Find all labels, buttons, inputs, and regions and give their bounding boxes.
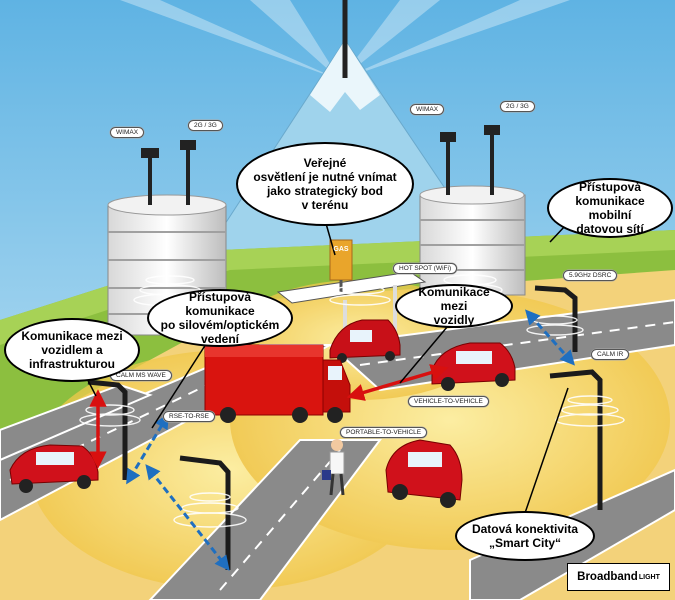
hotspot-tag: HOT SPOT (WiFi) <box>393 263 457 274</box>
bubble-smart-city: Datová konektivita „Smart City“ <box>455 511 595 561</box>
2g3g-tag-right: 2G / 3G <box>500 101 535 112</box>
vehicle-to-vehicle-tag: VEHICLE-TO-VEHICLE <box>408 396 489 407</box>
brand-superscript: LIGHT <box>639 574 660 581</box>
gas-sign: GAS <box>328 246 354 253</box>
dsrc-tag: 5.9GHz DSRC <box>563 270 617 281</box>
bubble-vehicle-to-infrastructure: Komunikace mezi vozidlem a infrastruktur… <box>4 318 140 382</box>
bubble-mobile-access: Přístupová komunikace mobilní datovou sí… <box>547 178 673 238</box>
calm-ir-tag: CALM IR <box>591 349 629 360</box>
portable-to-vehicle-tag: PORTABLE-TO-VEHICLE <box>340 427 427 438</box>
wimax-tag-right: WIMAX <box>410 104 444 115</box>
bubble-street-lighting: Veřejné osvětlení je nutné vnímat jako s… <box>236 142 414 226</box>
bubble-fiber-access: Přístupová komunikace po silovém/optické… <box>147 289 293 347</box>
rse-to-rse-tag: RSE-TO-RSE <box>163 411 215 422</box>
wimax-tag-left: WIMAX <box>110 127 144 138</box>
bubble-vehicle-to-vehicle: Komunikace mezi vozidly <box>395 284 513 328</box>
2g3g-tag-left: 2G / 3G <box>188 120 223 131</box>
brand-name: Broadband <box>577 571 638 583</box>
